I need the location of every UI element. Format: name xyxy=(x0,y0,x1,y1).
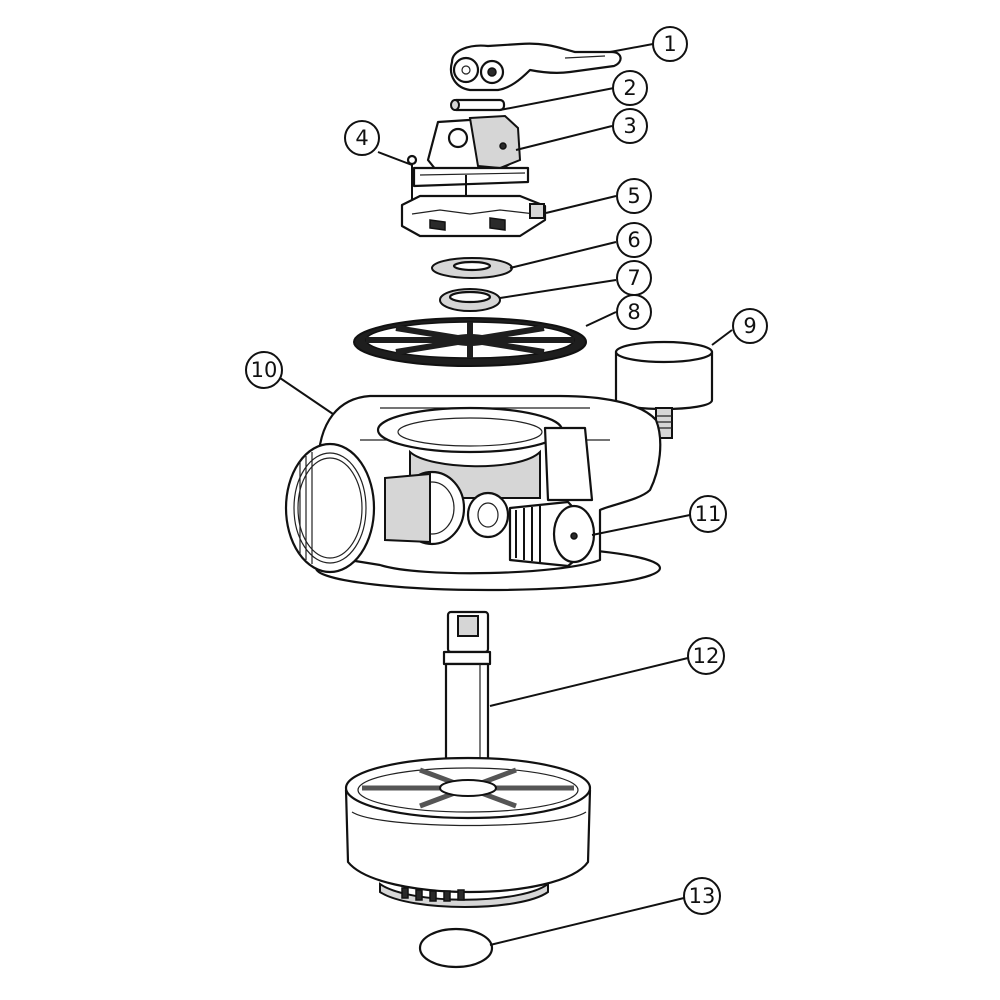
callout-9: 9 xyxy=(732,308,768,344)
callout-3: 3 xyxy=(612,108,648,144)
callout-4: 4 xyxy=(344,120,380,156)
part-valve-body xyxy=(284,394,662,592)
part-rotor-stem xyxy=(344,610,592,908)
part-washer xyxy=(431,257,513,279)
callout-label-12: 12 xyxy=(693,644,720,668)
part-pressure-gauge xyxy=(614,340,714,439)
part-drain-cap xyxy=(508,500,596,568)
callout-8: 8 xyxy=(616,294,652,330)
callout-10: 10 xyxy=(245,351,283,389)
callout-label-8: 8 xyxy=(627,300,640,324)
callout-label-9: 9 xyxy=(743,314,756,338)
callout-label-10: 10 xyxy=(251,358,278,382)
part-disc xyxy=(418,927,494,969)
part-handle xyxy=(449,42,622,92)
callout-1: 1 xyxy=(652,26,688,62)
callout-label-11: 11 xyxy=(695,502,722,526)
callout-12: 12 xyxy=(687,637,725,675)
part-pin xyxy=(450,98,506,112)
callout-6: 6 xyxy=(616,222,652,258)
callout-label-7: 7 xyxy=(627,266,640,290)
callout-5: 5 xyxy=(616,178,652,214)
part-head-assembly xyxy=(400,114,547,238)
callout-11: 11 xyxy=(689,495,727,533)
callout-2: 2 xyxy=(612,70,648,106)
callout-label-13: 13 xyxy=(689,884,716,908)
callout-label-4: 4 xyxy=(355,126,368,150)
callout-7: 7 xyxy=(616,260,652,296)
callout-label-3: 3 xyxy=(623,114,636,138)
part-spider-gasket xyxy=(353,317,587,367)
callout-label-1: 1 xyxy=(663,32,676,56)
callout-label-2: 2 xyxy=(623,76,636,100)
leader-lines xyxy=(279,43,733,946)
part-o-ring xyxy=(439,288,501,312)
callout-13: 13 xyxy=(683,877,721,915)
callout-label-5: 5 xyxy=(627,184,640,208)
callout-label-6: 6 xyxy=(627,228,640,252)
